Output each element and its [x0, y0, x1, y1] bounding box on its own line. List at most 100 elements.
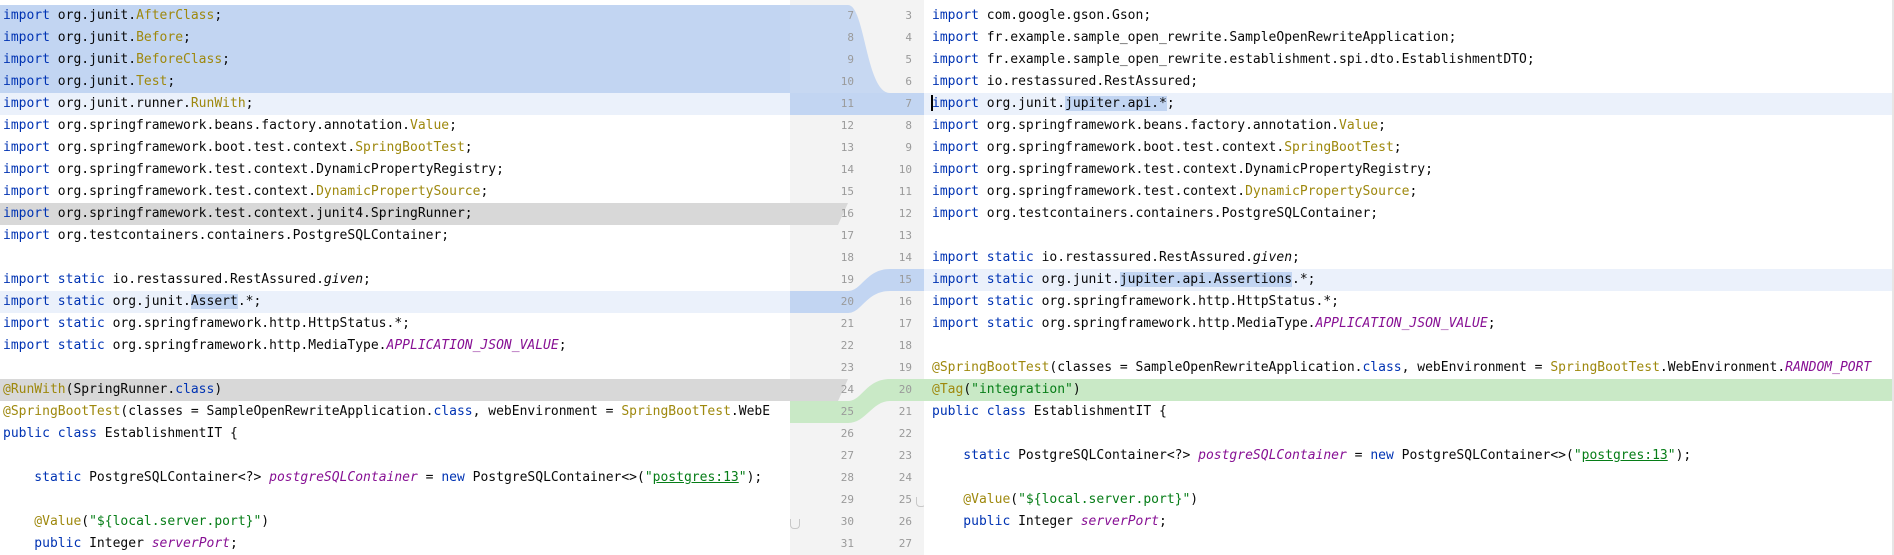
right-code-line[interactable]: import static org.junit.jupiter.api.Asse…: [924, 269, 1894, 291]
code-token: org.junit.: [49, 52, 137, 67]
code-token: import: [932, 184, 979, 199]
left-line-number: 16: [840, 207, 854, 220]
left-code-line[interactable]: [0, 357, 790, 379]
right-code-line[interactable]: [924, 533, 1894, 555]
right-code-line[interactable]: @SpringBootTest(classes = SampleOpenRewr…: [924, 357, 1894, 379]
code-token: ;: [183, 30, 191, 45]
left-code-line[interactable]: import org.testcontainers.containers.Pos…: [0, 225, 790, 247]
left-code-line[interactable]: import org.junit.BeforeClass;: [0, 49, 790, 71]
left-code-line[interactable]: import org.springframework.test.context.…: [0, 159, 790, 181]
right-code-line[interactable]: [924, 423, 1894, 445]
right-code-line[interactable]: import fr.example.sample_open_rewrite.Sa…: [924, 27, 1894, 49]
code-token: postgreSQLContainer: [1198, 448, 1347, 463]
code-token: org.springframework.beans.factory.annota…: [49, 118, 410, 133]
code-token: class: [433, 404, 473, 419]
code-token: PostgreSQLContainer<>(: [464, 470, 645, 485]
right-code-line[interactable]: [924, 335, 1894, 357]
left-code-line[interactable]: @Value("${local.server.port}"): [0, 511, 790, 533]
right-code-line[interactable]: import com.google.gson.Gson;: [924, 5, 1894, 27]
right-line-number: 19: [898, 361, 912, 374]
left-line-number: 23: [840, 361, 854, 374]
left-code-line[interactable]: import org.springframework.test.context.…: [0, 181, 790, 203]
code-token: ;: [214, 8, 223, 23]
code-token: import: [932, 74, 979, 89]
code-token: "integration": [971, 382, 1073, 397]
code-token: import: [932, 30, 979, 45]
left-line-number: 11: [840, 97, 854, 110]
code-token: .WebEnvironment.: [1659, 360, 1786, 375]
code-token: @SpringBootTest: [3, 404, 121, 419]
right-line-number: 26: [898, 515, 912, 528]
left-code-line[interactable]: import org.junit.runner.RunWith;: [0, 93, 790, 115]
left-code-line[interactable]: import org.springframework.boot.test.con…: [0, 137, 790, 159]
left-code-line[interactable]: import org.junit.Before;: [0, 27, 790, 49]
right-code-line[interactable]: public class EstablishmentIT {: [924, 401, 1894, 423]
left-code-line[interactable]: import org.springframework.beans.factory…: [0, 115, 790, 137]
right-code-line[interactable]: public Integer serverPort;: [924, 511, 1894, 533]
code-token: import: [932, 162, 979, 177]
right-code-line[interactable]: static PostgreSQLContainer<?> postgreSQL…: [924, 445, 1894, 467]
fold-marker-left[interactable]: [790, 519, 800, 529]
left-code-line[interactable]: public class EstablishmentIT {: [0, 423, 790, 445]
left-code-line[interactable]: @SpringBootTest(classes = SampleOpenRewr…: [0, 401, 790, 423]
right-code-line[interactable]: [924, 467, 1894, 489]
code-token: org.springframework.http.MediaType.: [104, 338, 387, 353]
right-code-line[interactable]: @Tag("integration"): [924, 379, 1894, 401]
left-code-line[interactable]: [0, 445, 790, 467]
right-code-line[interactable]: import static org.springframework.http.H…: [924, 291, 1894, 313]
code-token: SpringBootTest: [621, 404, 731, 419]
left-code-line[interactable]: [0, 489, 790, 511]
right-code-line[interactable]: import org.springframework.beans.factory…: [924, 115, 1894, 137]
code-token: Value: [410, 118, 450, 133]
left-code-line[interactable]: import org.junit.AfterClass;: [0, 5, 790, 27]
code-token: ;: [1393, 140, 1402, 155]
left-line-number: 21: [840, 317, 854, 330]
code-token: RunWith: [190, 96, 246, 111]
code-token: jupiter.api.Assertions: [1119, 272, 1293, 287]
left-code-line[interactable]: import static org.junit.Assert.*;: [0, 291, 790, 313]
code-token: =: [417, 470, 442, 485]
code-token: import static: [932, 272, 1034, 287]
left-code-line[interactable]: [0, 247, 790, 269]
right-code-line[interactable]: import org.springframework.boot.test.con…: [924, 137, 1894, 159]
right-editor-pane[interactable]: import com.google.gson.Gson;import fr.ex…: [924, 0, 1894, 555]
code-token: org.junit.: [104, 294, 191, 309]
left-code-line[interactable]: import static org.springframework.http.M…: [0, 335, 790, 357]
code-token: org.junit.: [49, 8, 137, 23]
editor-scroll-strip[interactable]: [1892, 0, 1894, 555]
code-token: import: [3, 206, 50, 221]
left-code-line[interactable]: import static org.springframework.http.H…: [0, 313, 790, 335]
left-code-line[interactable]: import org.junit.Test;: [0, 71, 790, 93]
code-token: import static: [3, 272, 105, 287]
code-token: ": [1667, 448, 1676, 463]
code-token: SpringBootTest: [1550, 360, 1660, 375]
right-line-number: 17: [898, 317, 912, 330]
left-code-line[interactable]: static PostgreSQLContainer<?> postgreSQL…: [0, 467, 790, 489]
code-token: postgreSQLContainer: [269, 470, 418, 485]
right-code-line[interactable]: import io.restassured.RestAssured;: [924, 71, 1894, 93]
right-code-line[interactable]: import org.testcontainers.containers.Pos…: [924, 203, 1894, 225]
right-code-line[interactable]: [924, 225, 1894, 247]
right-code-line[interactable]: import org.springframework.test.context.…: [924, 159, 1894, 181]
fold-marker-right[interactable]: [916, 497, 924, 507]
right-code-line[interactable]: import static io.restassured.RestAssured…: [924, 247, 1894, 269]
left-editor-pane[interactable]: import org.junit.AfterClass;import org.j…: [0, 0, 790, 555]
right-code-line[interactable]: import org.springframework.test.context.…: [924, 181, 1894, 203]
code-token: @Tag: [932, 382, 964, 397]
code-token: (classes = SampleOpenRewriteApplication.: [1049, 360, 1363, 375]
right-code-line[interactable]: import org.junit.jupiter.api.*;: [924, 93, 1894, 115]
code-token: Assert: [190, 294, 238, 309]
code-token: (SpringRunner.: [65, 382, 176, 397]
left-code-line[interactable]: import static io.restassured.RestAssured…: [0, 269, 790, 291]
code-token: class: [175, 382, 215, 397]
left-code-line[interactable]: import org.springframework.test.context.…: [0, 203, 790, 225]
right-code-line[interactable]: @Value("${local.server.port}"): [924, 489, 1894, 511]
left-code-line[interactable]: public Integer serverPort;: [0, 533, 790, 555]
code-token: , webEnvironment =: [1401, 360, 1551, 375]
right-code-line[interactable]: import static org.springframework.http.M…: [924, 313, 1894, 335]
right-line-number: 21: [898, 405, 912, 418]
code-token: , webEnvironment =: [472, 404, 622, 419]
right-code-line[interactable]: import fr.example.sample_open_rewrite.es…: [924, 49, 1894, 71]
left-code-line[interactable]: @RunWith(SpringRunner.class): [0, 379, 790, 401]
code-token: org.springframework.test.context.: [978, 184, 1246, 199]
